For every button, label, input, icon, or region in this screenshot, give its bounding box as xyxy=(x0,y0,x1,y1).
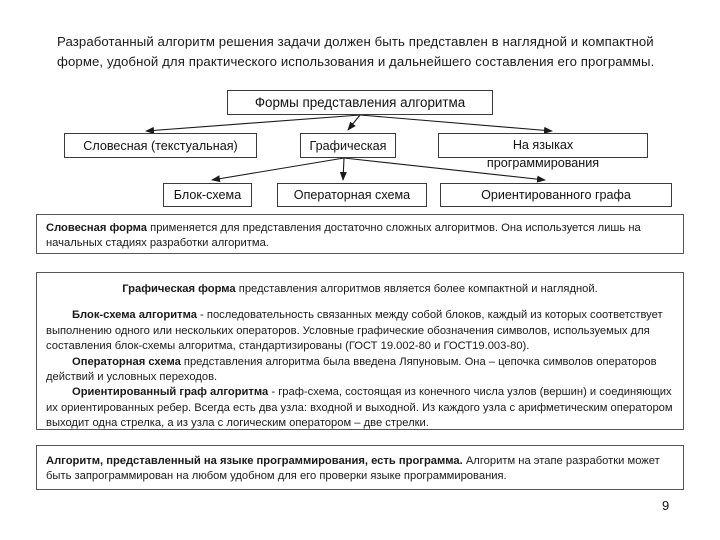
diagram-arrows xyxy=(145,114,553,183)
edge-graphic-to-flowchart xyxy=(211,157,345,183)
graphic-form-description-box: Графическая форма представления алгоритм… xyxy=(36,272,684,430)
program-body: Алгоритм на этапе разработки может быть … xyxy=(46,455,660,483)
operator-scheme-body: представления алгоритма была введена Ляп… xyxy=(46,355,657,384)
node-forms-of-algorithm-representation: Формы представления алгоритма xyxy=(227,90,493,115)
program-text: Алгоритм, представленный на языке програ… xyxy=(46,454,674,485)
operator-scheme-lead: Операторная схема xyxy=(72,355,181,368)
edge-graphic-to-operator-scheme xyxy=(339,157,347,181)
operator-scheme-paragraph: Операторная схема представления алгоритм… xyxy=(46,355,674,386)
program-description-box: Алгоритм, представленный на языке програ… xyxy=(36,445,684,490)
verbal-form-description-box: Словесная форма применяется для представ… xyxy=(36,214,684,254)
verbal-form-text: Словесная форма применяется для представ… xyxy=(46,221,674,252)
graphic-form-heading: Графическая форма представления алгоритм… xyxy=(46,282,674,297)
node-graphical: Графическая xyxy=(300,133,396,158)
node-operator-scheme: Операторная схема xyxy=(277,183,427,207)
graphic-form-heading-body: представления алгоритмов является более … xyxy=(235,283,598,295)
edge-root-to-verbal xyxy=(145,114,361,134)
node-verbal-textual: Словесная (текстуальная) xyxy=(64,133,257,158)
directed-graph-lead: Ориентированный граф алгоритма xyxy=(72,386,269,399)
node-programming-languages-line2: программирования xyxy=(486,156,600,170)
node-programming-languages: На языках программирования xyxy=(438,133,648,170)
page-number: 9 xyxy=(662,498,670,513)
edge-graphic-to-directed-graph xyxy=(343,157,546,183)
node-directed-graph: Ориентированного графа xyxy=(440,183,672,207)
directed-graph-paragraph: Ориентированный граф алгоритма - граф-сх… xyxy=(46,385,674,431)
paragraph-spacer xyxy=(46,297,674,308)
edge-root-to-languages xyxy=(359,114,553,134)
intro-paragraph: Разработанный алгоритм решения задачи до… xyxy=(57,34,655,69)
graphic-form-heading-lead: Графическая форма xyxy=(122,283,236,295)
node-flowchart: Блок-схема xyxy=(163,183,252,207)
program-lead: Алгоритм, представленный на языке програ… xyxy=(46,455,463,467)
flowchart-lead: Блок-схема алгоритма xyxy=(72,309,197,322)
flowchart-body: - последовательность связанных между соб… xyxy=(46,309,663,353)
algorithm-forms-diagram: Формы представления алгоритма Словесная … xyxy=(0,0,720,215)
flowchart-paragraph: Блок-схема алгоритма - последовательност… xyxy=(46,308,674,354)
directed-graph-body: - граф-схема, состоящая из конечного чис… xyxy=(46,386,673,430)
node-programming-languages-line1: На языках xyxy=(512,138,574,152)
verbal-form-body: применяется для представления достаточно… xyxy=(46,222,641,250)
verbal-form-lead: Словесная форма xyxy=(46,222,148,234)
edge-root-to-graphic xyxy=(347,114,361,131)
